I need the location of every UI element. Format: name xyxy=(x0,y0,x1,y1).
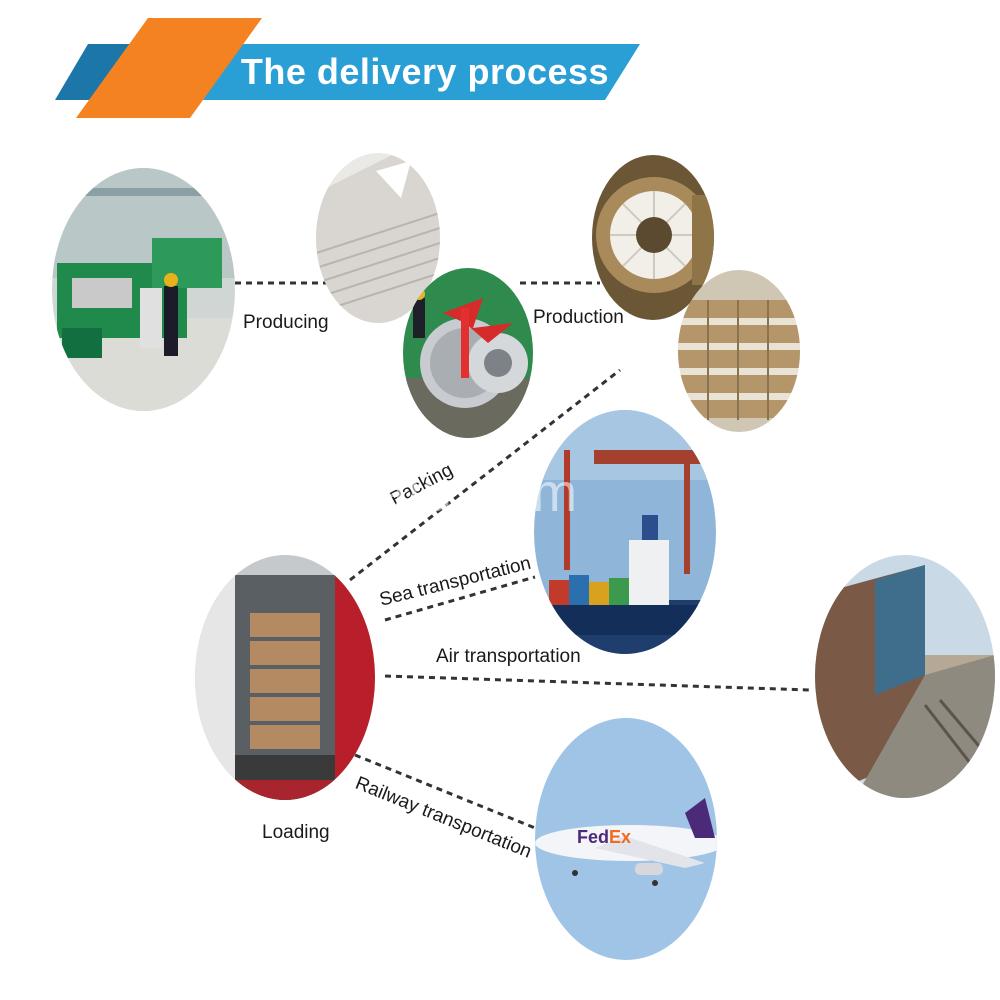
stacked-pallets-photo xyxy=(678,270,800,432)
banner-orange-ribbon xyxy=(76,18,262,118)
label-loading: Loading xyxy=(262,822,330,843)
factory-photo xyxy=(52,168,235,411)
connector-air xyxy=(384,674,811,692)
connector-railway xyxy=(354,753,541,832)
packed-coil-photo xyxy=(592,155,714,320)
fedex-logo-text: FedEx xyxy=(577,827,631,847)
railway-photo xyxy=(815,555,995,798)
label-producing: Producing xyxy=(243,312,329,333)
label-production: Production xyxy=(533,307,624,328)
label-air-transportation: Air transportation xyxy=(436,646,581,667)
connector-sea xyxy=(384,575,536,622)
airplane-photo: FedEx xyxy=(535,718,717,960)
banner-blue-bar xyxy=(160,44,640,100)
container-ship-photo xyxy=(534,410,716,654)
watermark-text: www. nalu.com xyxy=(190,463,580,523)
title-banner xyxy=(55,18,640,118)
page-title: The delivery process xyxy=(240,51,610,92)
coil-ribbon-photo xyxy=(403,268,533,438)
container-loading-photo xyxy=(195,555,375,800)
connector-packing xyxy=(349,368,621,582)
